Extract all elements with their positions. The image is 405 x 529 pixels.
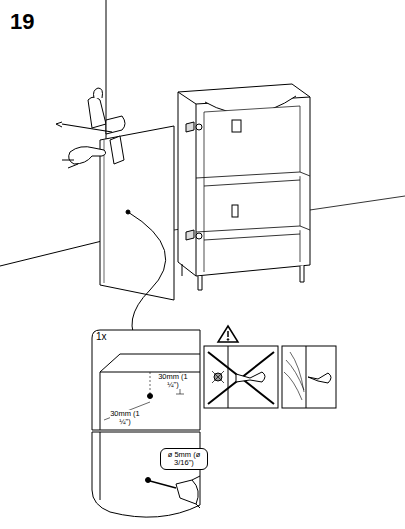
door-panel bbox=[100, 126, 174, 300]
detail-view bbox=[92, 330, 200, 517]
step-number: 19 bbox=[10, 10, 50, 33]
drill-and-hand bbox=[56, 88, 125, 168]
quantity-label: 1x bbox=[96, 332, 118, 343]
dimension-label: 30mm (1 ¼") bbox=[158, 373, 188, 389]
drill-size-label: ø 5mm (ø 3/16") bbox=[160, 448, 208, 470]
drill-point bbox=[126, 210, 130, 214]
floor-line bbox=[0, 240, 106, 266]
cabinet-frame bbox=[178, 84, 310, 290]
detail-leader bbox=[128, 212, 166, 346]
warning-panel bbox=[204, 326, 336, 408]
dimension-label: 30mm (1 ¼") bbox=[110, 410, 140, 426]
